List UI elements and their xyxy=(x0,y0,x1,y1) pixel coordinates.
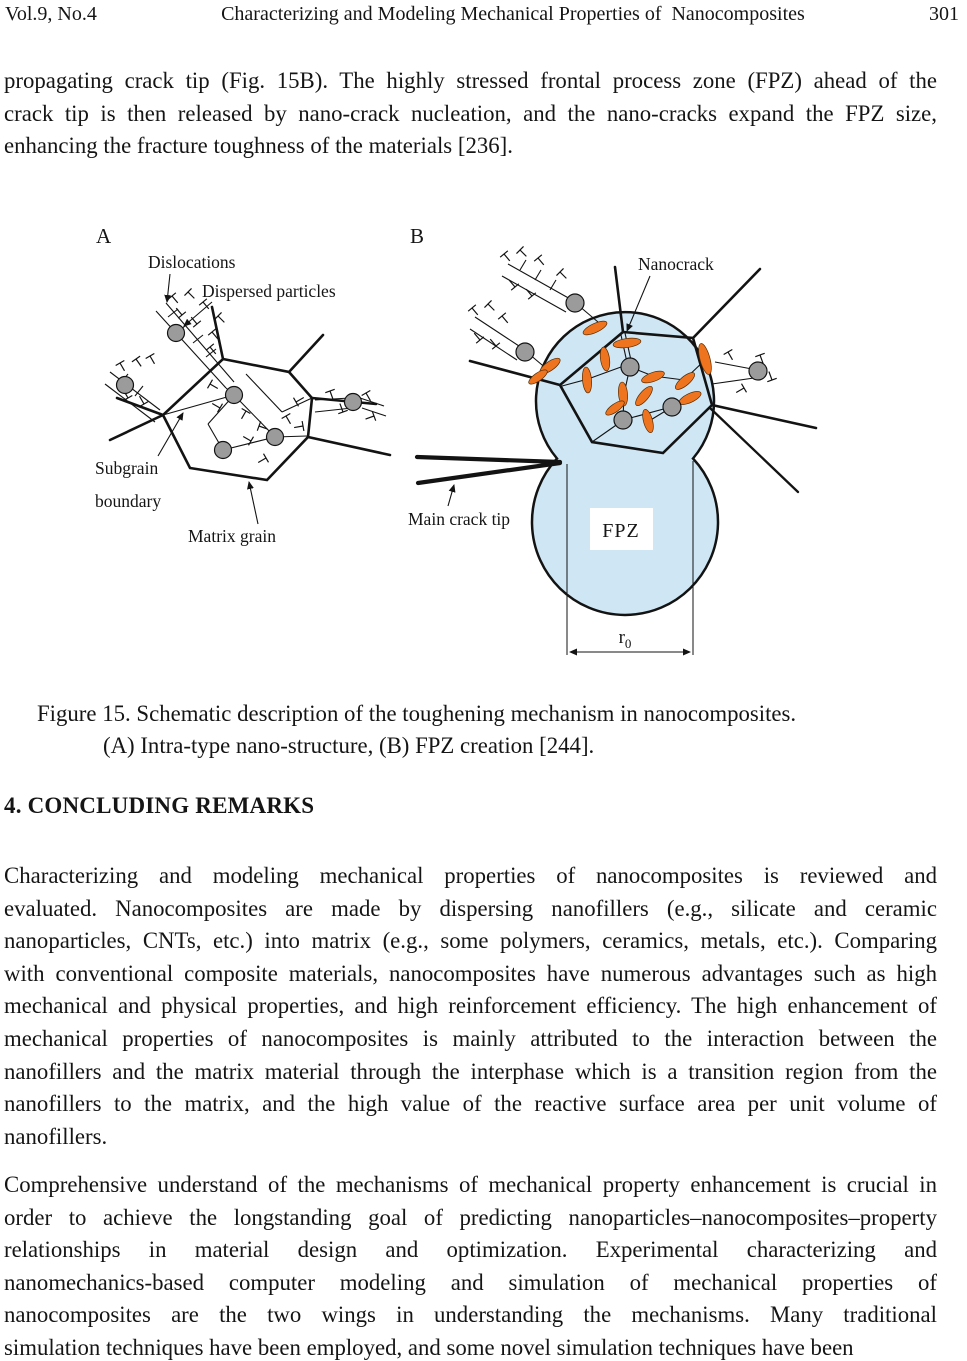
grain-boundary-b xyxy=(468,265,818,494)
label-matrix-grain: Matrix grain xyxy=(188,526,276,546)
label-r0: r0 xyxy=(619,627,632,651)
text-line: order to achieve the longstanding goal o… xyxy=(4,1204,937,1230)
label-fpz: FPZ xyxy=(602,520,639,542)
text-line: evaluated. Nanocomposites are made by di… xyxy=(4,895,937,921)
panel-b: B xyxy=(408,224,818,656)
text-line: nanofillers to the matrix, and the high … xyxy=(4,1091,937,1117)
body-paragraph-2: Characterizing and modeling mechanical p… xyxy=(4,860,937,1153)
text-line: with conventional composite materials, n… xyxy=(4,960,937,986)
text-line: propagating crack tip (Fig. 15B). The hi… xyxy=(4,68,937,93)
text-line: crack tip is then released by nano-crack… xyxy=(4,100,937,126)
panel-b-label: B xyxy=(410,224,424,248)
header-page-number: 301 xyxy=(929,3,959,25)
fpz-region xyxy=(530,310,720,617)
page-header: Vol.9, No.4 Characterizing and Modeling … xyxy=(5,2,959,26)
matrix-grain-boundary xyxy=(108,305,392,482)
label-dispersed-particles: Dispersed particles xyxy=(202,281,336,301)
r0-dimension xyxy=(566,461,694,656)
nanocrack-ellipses xyxy=(528,320,712,433)
figure-15-schematic: A xyxy=(95,224,818,656)
dispersed-particles-b xyxy=(515,293,768,430)
label-main-crack-tip: Main crack tip xyxy=(408,509,510,529)
annotation-arrows-a xyxy=(157,273,259,525)
text-line: relationships in material design and opt… xyxy=(4,1237,937,1263)
text-line: nanomechanics-based computer modeling an… xyxy=(4,1269,937,1295)
fpz-label-box xyxy=(590,508,653,550)
label-dislocations: Dislocations xyxy=(148,252,236,272)
label-subgrain: Subgrain xyxy=(95,458,158,478)
main-crack xyxy=(414,454,563,486)
text-line: Characterizing and modeling mechanical p… xyxy=(4,863,937,888)
section-heading: 4. CONCLUDING REMARKS xyxy=(4,793,315,818)
dispersed-particles-a xyxy=(115,323,363,460)
panel-a-label: A xyxy=(96,224,112,248)
header-running-title: Characterizing and Modeling Mechanical P… xyxy=(221,3,805,25)
text-line: nanoparticles, CNTs, etc.) into matrix (… xyxy=(4,928,937,954)
dislocation-marks xyxy=(115,287,377,468)
text-line: nanofillers. xyxy=(4,1123,108,1149)
subgrain-lines xyxy=(104,302,387,451)
annotation-arrows-b xyxy=(447,275,651,507)
figure-caption-line1: Figure 15. Schematic description of the … xyxy=(37,701,797,726)
body-paragraph-3: Comprehensive understand of the mechanis… xyxy=(4,1169,937,1361)
text-line: simulation techniques have been employed… xyxy=(4,1334,854,1360)
label-boundary: boundary xyxy=(95,491,161,511)
panel-a: A xyxy=(95,224,392,546)
text-line: Comprehensive understand of the mechanis… xyxy=(4,1172,937,1197)
label-nanocrack: Nanocrack xyxy=(638,254,714,274)
body-paragraph-1: propagating crack tip (Fig. 15B). The hi… xyxy=(4,65,937,163)
text-line: nanofillers and the matrix material thro… xyxy=(4,1058,937,1084)
text-line: nanocomposites are the two wings in unde… xyxy=(4,1302,937,1328)
text-line: enhancing the fracture toughness of the … xyxy=(4,133,513,159)
header-volume: Vol.9, No.4 xyxy=(5,3,97,25)
text-line: mechanical and physical properties, and … xyxy=(4,993,937,1019)
text-line: mechanical properties of nanocomposites … xyxy=(4,1025,937,1051)
figure-caption-line2: (A) Intra-type nano-structure, (B) FPZ c… xyxy=(103,733,595,758)
